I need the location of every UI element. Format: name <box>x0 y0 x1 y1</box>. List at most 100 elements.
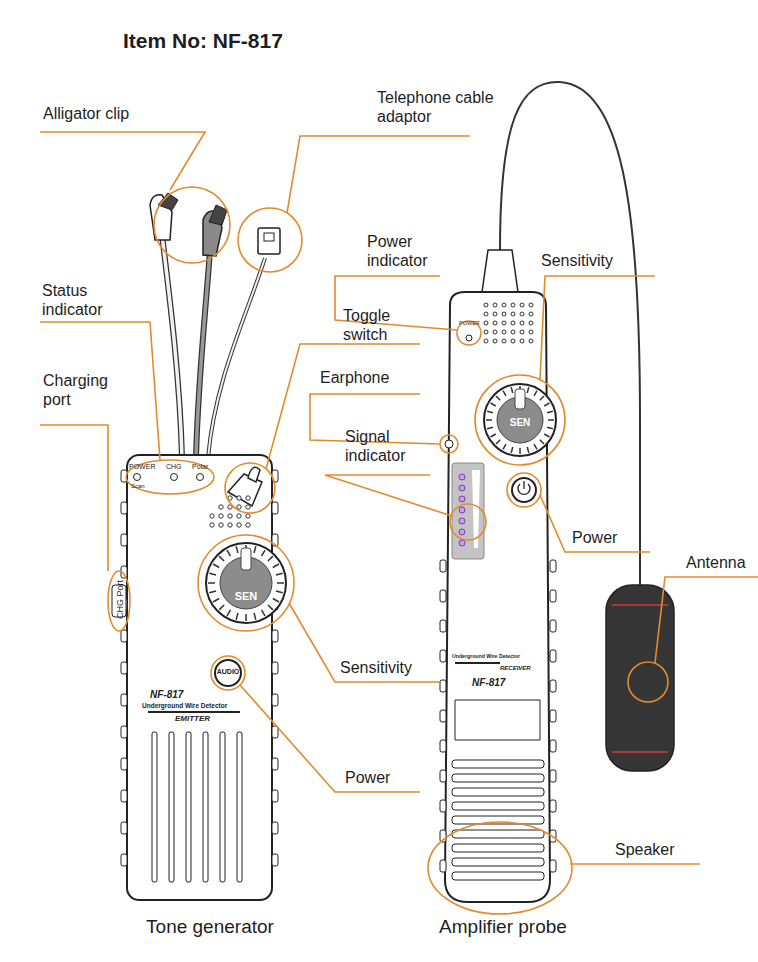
tick <box>527 387 529 393</box>
hole <box>237 496 241 500</box>
earphone-jack <box>445 440 453 448</box>
grip-bump <box>440 740 446 752</box>
tick <box>245 614 247 621</box>
tick <box>487 427 493 429</box>
tick <box>268 605 273 610</box>
grille-slot <box>452 774 544 782</box>
vent-slot <box>220 732 225 882</box>
hole <box>237 514 241 518</box>
tick <box>208 582 215 584</box>
grip-bump <box>440 590 446 602</box>
dial-ticks <box>486 386 554 454</box>
tick <box>544 403 549 406</box>
callout-label: Telephone cable adaptor <box>377 88 527 126</box>
tick <box>503 444 506 449</box>
leader-line <box>287 136 470 213</box>
led <box>459 507 465 513</box>
callout-label: Sensitivity <box>541 251 661 270</box>
grip-bump <box>121 758 127 770</box>
unit-text: RECEIVER <box>500 665 545 672</box>
hole <box>246 514 250 518</box>
led <box>459 529 465 535</box>
hole <box>228 523 232 527</box>
hole <box>511 312 515 316</box>
tick <box>254 546 256 553</box>
tick <box>519 448 521 454</box>
model-text: NF-817 <box>472 677 532 689</box>
grip-bump <box>121 502 127 514</box>
grip-bump <box>550 860 556 872</box>
probe-tip <box>482 250 518 292</box>
tick <box>547 411 553 413</box>
hole <box>484 303 488 307</box>
led <box>459 540 465 546</box>
vent-slots <box>152 732 242 882</box>
leader-line <box>570 863 700 865</box>
grip-bump <box>272 694 278 706</box>
hole <box>237 523 241 527</box>
hole <box>529 312 533 316</box>
callout-circle <box>238 208 302 272</box>
hole <box>511 330 515 334</box>
leader-line <box>240 685 420 792</box>
callout-label: Earphone <box>320 368 420 387</box>
grip-bump <box>550 650 556 662</box>
tick <box>227 550 231 556</box>
hole <box>219 523 223 527</box>
tick <box>503 391 506 396</box>
grip-bump <box>121 726 127 738</box>
grip-bump <box>272 502 278 514</box>
model-text: NF-817 <box>150 689 210 701</box>
hole <box>520 303 524 307</box>
clip-cable <box>162 235 182 458</box>
grip-bump <box>272 470 278 482</box>
vent-slot <box>152 732 157 882</box>
port-text: CHG Port <box>115 574 126 624</box>
grip-bump <box>272 758 278 770</box>
hole <box>493 339 497 343</box>
tick <box>213 599 219 603</box>
tick <box>276 591 283 593</box>
grip-bump <box>550 560 556 572</box>
rj11-latch <box>264 233 274 241</box>
panel-text: Scan <box>131 483 156 490</box>
led <box>459 496 465 502</box>
hole <box>246 496 250 500</box>
tick <box>491 434 496 437</box>
leader-line <box>40 132 205 190</box>
phone-cable <box>208 258 265 458</box>
callouts <box>40 132 758 914</box>
signal-indicator <box>452 463 484 559</box>
tick <box>209 573 216 575</box>
callout-label: Power <box>345 768 425 787</box>
clip-jaw <box>209 205 227 225</box>
leader-line <box>325 475 452 516</box>
hole <box>493 321 497 325</box>
grip-bump <box>550 800 556 812</box>
led <box>459 518 465 524</box>
hole <box>246 523 250 527</box>
sensitivity-dial <box>206 543 286 623</box>
grille-slot <box>452 760 544 768</box>
callout-circle <box>154 187 230 263</box>
hole <box>520 339 524 343</box>
hole <box>237 505 241 509</box>
grip-bump <box>121 662 127 674</box>
tick <box>534 391 537 396</box>
tick <box>511 387 513 393</box>
hole <box>493 330 497 334</box>
vent-slot <box>203 732 208 882</box>
tick <box>276 573 283 575</box>
grip-bump <box>272 662 278 674</box>
power-button <box>512 478 536 502</box>
callout-label: Power <box>572 528 652 547</box>
callout-circle <box>108 571 130 631</box>
panel-text: POWER <box>129 463 159 471</box>
power-led <box>466 335 472 341</box>
hole <box>210 523 214 527</box>
tone-generator-body <box>127 455 272 900</box>
vent-slot <box>237 732 242 882</box>
callout-label: Signal indicator <box>345 427 430 465</box>
callout-circle <box>475 375 565 465</box>
